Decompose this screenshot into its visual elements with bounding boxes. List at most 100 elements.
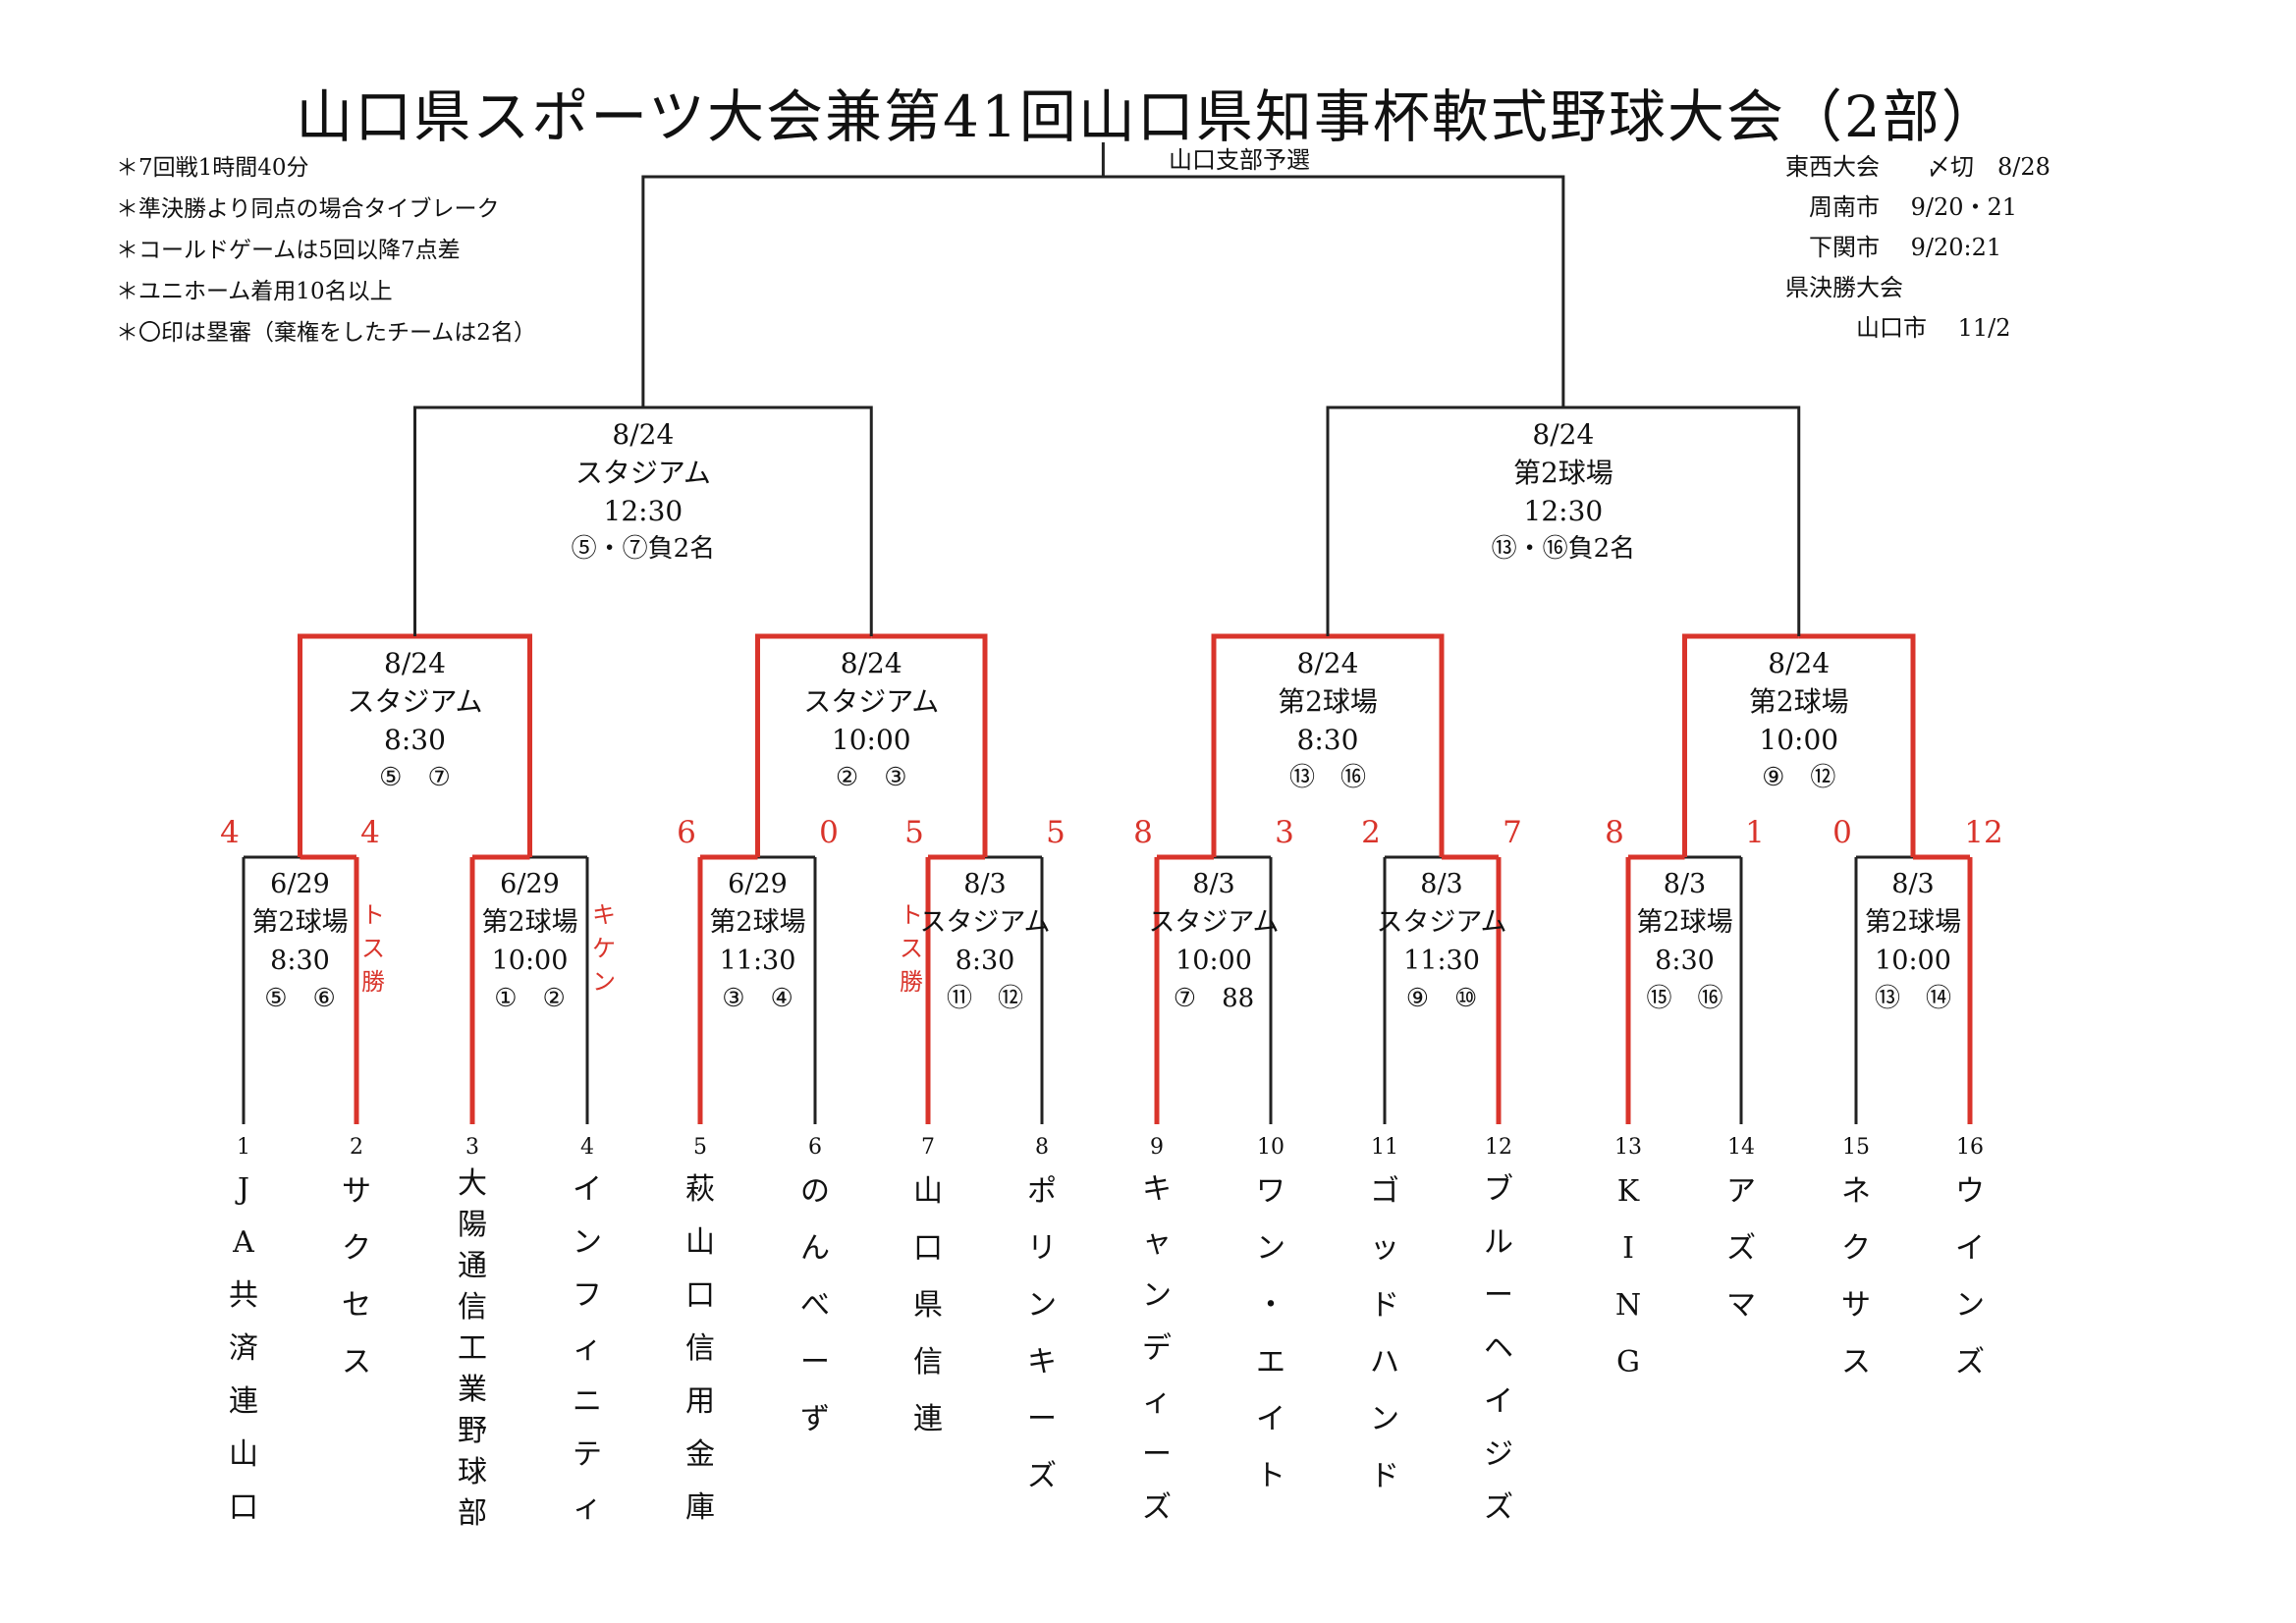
match-date: 8/3 [963,869,1007,899]
rule-note: ＊ユニホーム着用10名以上 [116,279,393,304]
team-number: 5 [693,1135,707,1160]
rules-notes: ＊7回戦1時間40分 ＊準決勝より同点の場合タイブレーク ＊コールドゲームは5回… [116,147,536,353]
match-date: 6/29 [270,869,330,899]
quarterfinal-line [1328,633,1445,857]
match-umpires: ⑮ ⑯ [1646,984,1723,1013]
score-left: 5 [904,815,924,850]
match-venue: 第2球場 [709,907,806,938]
rule-note: ＊〇印は塁審（棄権をしたチームは2名） [116,320,536,346]
match-umpires: ② ③ [835,763,907,792]
match-umpires: ⑪ ⑫ [946,984,1023,1013]
final-line [641,175,1565,407]
schedule-line: 県決勝大会 [1785,274,1903,301]
score-right: 12 [1964,815,2003,850]
score-right: 0 [819,815,839,850]
rule-note: ＊準決勝より同点の場合タイブレーク [116,196,500,222]
quarterfinal-line [298,633,415,857]
team-name: ネ ク サ ス [1841,1174,1871,1380]
match-venue: 第2球場 [251,907,349,938]
quarterfinal-line [871,633,988,857]
team-name: ゴ ッ ド ハ ン ド [1370,1174,1399,1493]
team-number: 11 [1371,1135,1398,1160]
team-name: ポ リ ン キ ー ズ [1027,1174,1057,1493]
match-time: 10:00 [1875,946,1951,976]
quarterfinal-line [1682,633,1799,857]
score-left: 8 [1605,815,1624,850]
match-umpires: ⑦ 88 [1173,984,1255,1013]
match-date: 6/29 [500,869,560,899]
page-title: 山口県スポーツ大会兼第41回山口県知事杯軟式野球大会（2部） [296,83,2000,150]
match-venue: スタジアム [347,685,483,718]
team-number: 4 [580,1135,594,1160]
match-date: 8/24 [840,647,902,679]
score-right: 3 [1275,815,1294,850]
score-right: 5 [1046,815,1066,850]
score-left: 6 [677,815,696,850]
match-venue: 第2球場 [1512,457,1613,489]
rule-note: ＊7回戦1時間40分 [116,155,309,181]
team-name: K I N G [1614,1174,1642,1380]
team-number: 12 [1485,1135,1512,1160]
score-right: 7 [1503,815,1522,850]
match-umpires: ⑨ ⑩ [1405,984,1478,1013]
match-umpires: ⑬・⑯負2名 [1491,534,1636,564]
match-time: 11:30 [1403,946,1480,976]
match-venue: 第2球場 [1748,685,1849,718]
schedule-line: 山口市 11/2 [1785,314,2011,342]
match-venue: スタジアム [1148,907,1280,938]
team-name: ウ イ ン ズ [1955,1174,1985,1380]
match-date: 8/3 [1420,869,1463,899]
match-umpires: ③ ④ [722,984,793,1013]
result-note: ト ス 勝 [900,901,923,996]
schedule-line: 下関市 9/20:21 [1785,234,2002,261]
match-date: 8/24 [1768,647,1831,679]
team-number: 13 [1614,1135,1642,1160]
score-left: 0 [1832,815,1852,850]
score-right: 1 [1745,815,1765,850]
match-time: 8:30 [1655,946,1715,976]
team-number: 15 [1842,1135,1870,1160]
match-time: 10:00 [1759,724,1839,756]
quarterfinal-line [1798,633,1916,857]
team-number: 16 [1956,1135,1984,1160]
match-time: 12:30 [603,495,683,527]
match-date: 8/3 [1192,869,1235,899]
team-number: 2 [350,1135,363,1160]
schedule-line: 東西大会 〆切 8/28 [1785,153,2050,181]
match-time: 10:00 [831,724,911,756]
team-name: イ ン フ ィ ニ テ ィ [573,1172,602,1525]
match-venue: スタジアム [1376,907,1507,938]
match-time: 8:30 [270,946,330,976]
match-date: 8/24 [1532,418,1595,451]
quarterfinal-line [1211,633,1328,857]
match-time: 8:30 [955,946,1015,976]
team-number: 9 [1150,1135,1164,1160]
team-name: 萩 山 口 信 用 金 庫 [685,1172,715,1525]
match-info: 8/3 スタジアム 11:30 ⑨ ⑩ [1376,865,1506,1018]
match-umpires: ① ② [494,984,566,1013]
team-name: ブ ル ー ヘ イ ジ ズ [1484,1172,1513,1525]
score-left: 8 [1133,815,1153,850]
match-date: 8/24 [1296,647,1359,679]
team-name: ワ ン ・ エ イ ト [1256,1174,1285,1493]
match-time: 12:30 [1523,495,1604,527]
match-time: 8:30 [384,724,446,756]
match-umpires: ⑬ ⑯ [1288,763,1367,792]
match-time: 8:30 [1296,724,1359,756]
score-left: 2 [1361,815,1381,850]
result-note: キ ケ ン [592,901,616,996]
team-name: の ん べ ー ず [800,1174,830,1436]
match-umpires: ⑤・⑦負2名 [571,534,716,564]
match-umpires: ⑤ ⑦ [379,763,451,792]
match-venue: 第2球場 [481,907,578,938]
quarterfinal-line [414,633,532,857]
team-name: キ ャ ン デ ィ ー ズ [1142,1172,1172,1525]
